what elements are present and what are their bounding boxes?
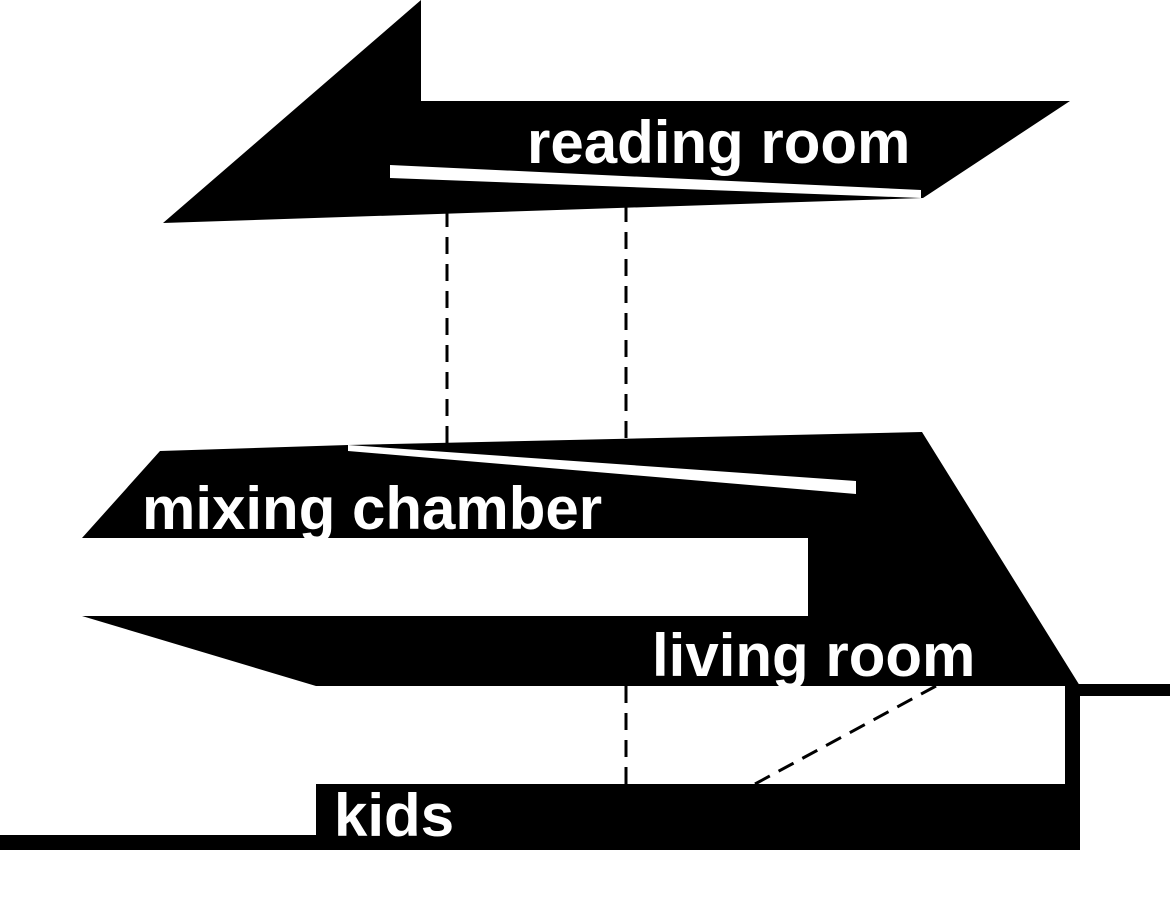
label-living-room: living room [652, 622, 975, 689]
connector-dash-diagonal [754, 684, 937, 786]
reading-room-slab [163, 0, 1070, 223]
upper-connectors [445, 205, 628, 450]
kids-level [0, 684, 1170, 850]
reading-room-slit [390, 165, 921, 198]
mixing-chamber-level [82, 432, 1080, 690]
kids-slab [316, 686, 1080, 850]
reading-room-level [163, 0, 1070, 223]
label-reading-room: reading room [527, 109, 910, 176]
label-mixing-chamber: mixing chamber [142, 475, 602, 542]
ground-line-left [0, 835, 320, 850]
ground-line-right [1072, 684, 1170, 696]
mixing-chamber-slab [82, 432, 1080, 690]
lower-connectors [624, 684, 937, 786]
label-kids: kids [334, 782, 454, 849]
mixing-chamber-slit [348, 445, 856, 494]
